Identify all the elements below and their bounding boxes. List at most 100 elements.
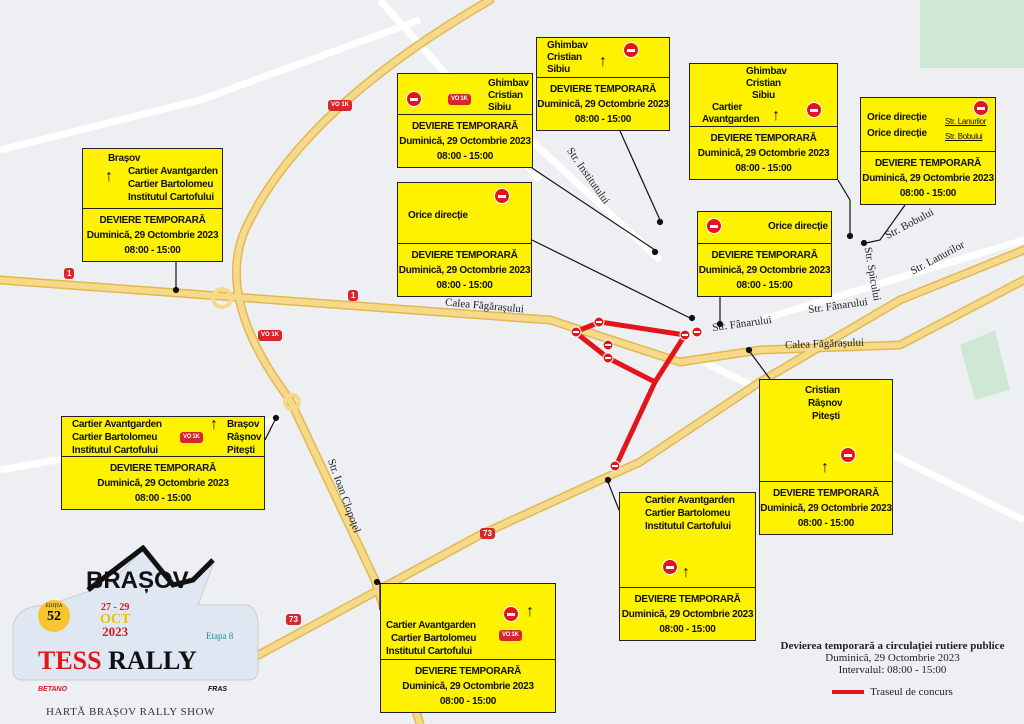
sign-destination: Râșnov xyxy=(227,432,262,443)
direction-arrow-icon: ↑ xyxy=(772,107,780,124)
no-entry-bar xyxy=(596,321,602,323)
sign-destination: Cartier Bartolomeu xyxy=(128,179,214,190)
route-shield: VO 1K xyxy=(448,94,471,105)
route-shield: VO 1K xyxy=(180,432,203,443)
edition-badge: EDIȚIA 52 xyxy=(38,600,70,632)
detour-title: DEVIERE TEMPORARĂ xyxy=(634,593,741,605)
legend-route: Traseul de concurs xyxy=(765,686,1020,698)
detour-hours: 08:00 - 15:00 xyxy=(735,162,792,174)
sign-destination: Institutul Cartofului xyxy=(72,445,158,456)
sign-destination: Orice direcție xyxy=(768,221,828,232)
edition-number: 52 xyxy=(47,609,61,624)
sign-destination: Ghimbav xyxy=(746,66,787,77)
logo-title: TESS RALLY xyxy=(38,648,197,674)
detour-title: DEVIERE TEMPORARĂ xyxy=(711,249,818,261)
legend-interval: Intervalul: 08:00 - 15:00 xyxy=(838,664,947,676)
title-rally: RALLY xyxy=(108,646,197,675)
detour-title: DEVIERE TEMPORARĂ xyxy=(414,665,522,677)
direction-arrow-icon: ↑ xyxy=(526,603,534,620)
detour-date: Duminică, 29 Octombrie 2023 xyxy=(398,264,531,276)
no-entry-icon xyxy=(406,91,422,107)
logo-dates: 27 - 29 OCT 2023 xyxy=(100,602,130,638)
sign-destination: Ghimbav xyxy=(488,78,529,89)
sign-destination: Cartier Bartolomeu xyxy=(645,508,731,519)
sign-destination: Cartier xyxy=(712,102,743,113)
sign-destination: Institutul Cartofului xyxy=(645,521,731,532)
road-shield: 1 xyxy=(348,290,359,301)
detour-title: DEVIERE TEMPORARĂ xyxy=(99,214,206,226)
sign-destination: Sibiu xyxy=(547,64,570,75)
dates: 27 - 29 xyxy=(101,602,130,613)
detour-title: DEVIERE TEMPORARĂ xyxy=(549,83,657,95)
legend: Devierea temporară a circulației rutiere… xyxy=(765,640,1020,698)
sign-destination: Cartier Avantgarden xyxy=(645,495,735,506)
no-entry-markers xyxy=(570,316,703,472)
sign-destination: Cristian xyxy=(488,90,523,101)
no-entry-bar xyxy=(694,331,700,333)
road-shield: 1 xyxy=(64,268,75,279)
sign-footer: DEVIERE TEMPORARĂ Duminică, 29 Octombrie … xyxy=(760,482,892,534)
sign-destination: Orice direcție xyxy=(408,210,468,221)
direction-arrow-icon: ↑ xyxy=(210,417,218,433)
sign-destination: Str. Lanurilor xyxy=(945,117,987,126)
sign-destination: Cartier Avantgarden xyxy=(386,620,476,631)
detour-date: Duminică, 29 Octombrie 2023 xyxy=(402,680,534,692)
sign-destination: Cristian xyxy=(746,78,781,89)
detour-hours: 08:00 - 15:00 xyxy=(659,623,716,635)
road-shield: VO 1K xyxy=(328,100,353,111)
detour-hours: 08:00 - 15:00 xyxy=(439,695,497,707)
park-area xyxy=(960,330,1010,400)
roundabout xyxy=(283,393,301,411)
edition-label: EDIȚIA xyxy=(45,604,63,609)
sign-footer: DEVIERE TEMPORARĂ Duminică, 29 Octombrie … xyxy=(83,209,222,261)
sign-destination: Str. Bobului xyxy=(945,132,983,141)
sign-destination: Institutul Cartofului xyxy=(128,192,214,203)
sign-destination: Brașov xyxy=(227,419,260,430)
direction-arrow-icon: ↑ xyxy=(682,564,690,581)
rally-logo: BRAȘOV EDIȚIA 52 27 - 29 OCT 2023 Etapa … xyxy=(8,545,263,718)
detour-hours: 08:00 - 15:00 xyxy=(574,113,632,125)
month: OCT xyxy=(100,612,131,627)
sign-destination: Râșnov xyxy=(808,398,843,409)
sign-destination: Pitești xyxy=(812,411,840,422)
direction-arrow-icon: ↑ xyxy=(599,53,607,70)
detour-date: Duminică, 29 Octombrie 2023 xyxy=(862,172,994,184)
detour-date: Duminică, 29 Octombrie 2023 xyxy=(621,608,754,620)
detour-title: DEVIERE TEMPORARĂ xyxy=(109,462,217,474)
sign-destination: Brașov xyxy=(108,153,141,164)
detour-date: Duminică, 29 Octombrie 2023 xyxy=(760,502,892,514)
no-entry-icon xyxy=(494,188,510,204)
detour-title: DEVIERE TEMPORARĂ xyxy=(411,249,518,261)
no-entry-bar xyxy=(605,357,611,359)
no-entry-icon xyxy=(806,102,822,118)
sign-destination: Cristian xyxy=(805,385,840,396)
sign-destination: Cartier Avantgarden xyxy=(72,419,162,430)
logo-city: BRAȘOV xyxy=(86,567,189,594)
minor-road xyxy=(517,127,663,263)
no-entry-icon xyxy=(840,447,856,463)
detour-date: Duminică, 29 Octombrie 2023 xyxy=(86,229,219,241)
direction-arrow-icon: ↑ xyxy=(105,168,113,185)
no-entry-icon xyxy=(973,100,989,116)
detour-title: DEVIERE TEMPORARĂ xyxy=(772,487,880,499)
no-entry-icon xyxy=(706,218,722,234)
